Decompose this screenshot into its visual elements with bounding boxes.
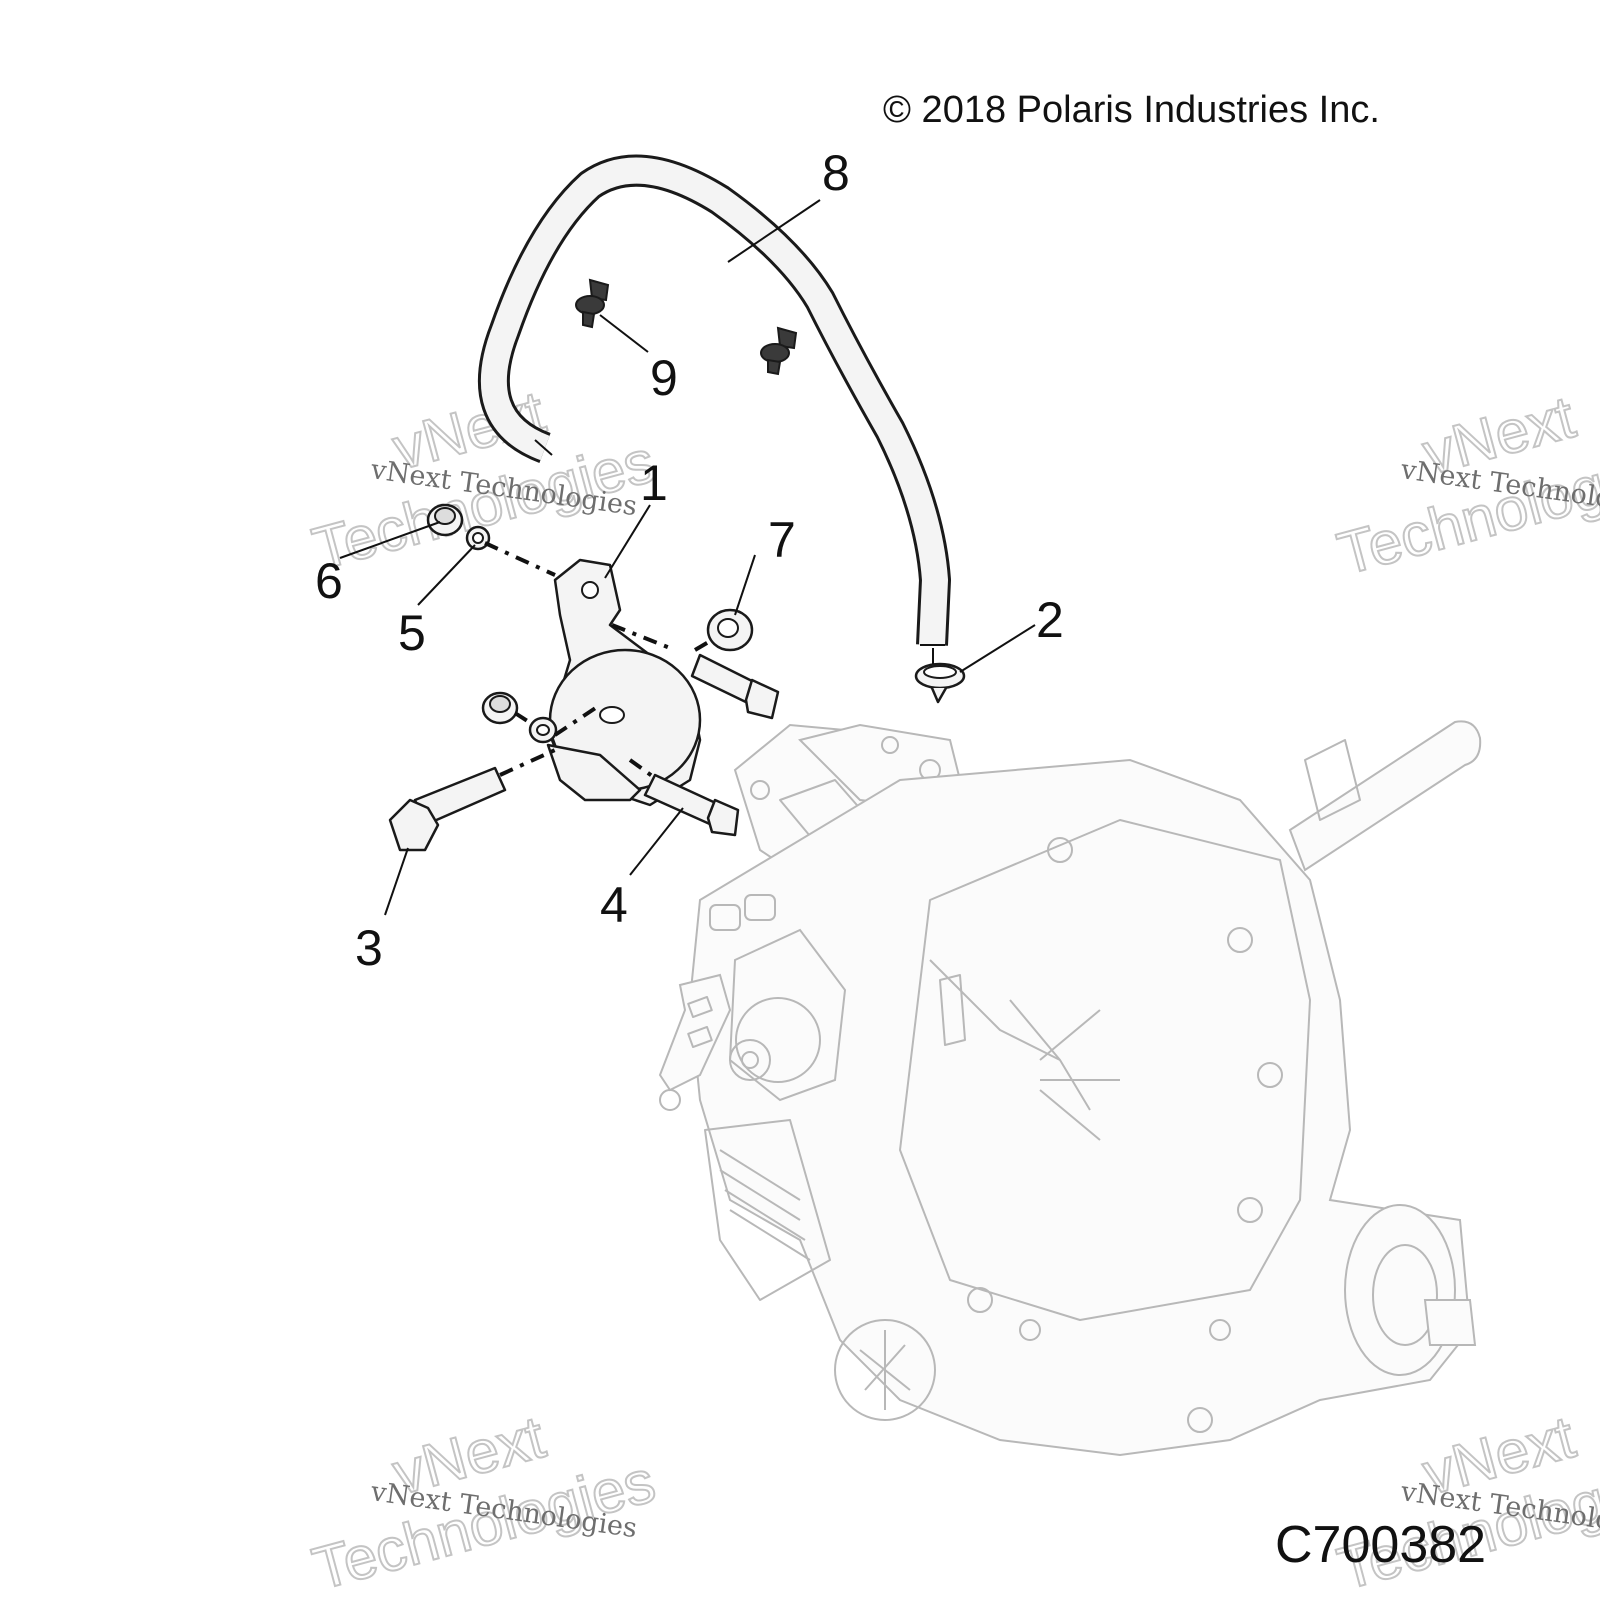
sensor-housing [546, 558, 702, 807]
vent-hose [477, 154, 951, 646]
bolt-lower-right [643, 773, 740, 837]
bolt-lower-left [388, 766, 507, 852]
watermark-top-right: vNext Technologies vNext Technologies [1330, 382, 1600, 588]
watermark-bottom-left: vNext Technologies vNext Technologies [305, 1402, 663, 1600]
drawing-number: C700382 [1275, 1516, 1486, 1574]
callout-7: 7 [768, 512, 796, 568]
callout-9: 9 [650, 350, 678, 406]
assembly-centerlines [484, 541, 714, 780]
leader-lines [339, 199, 1036, 916]
callout-4: 4 [600, 877, 628, 933]
bolt-right-upper [690, 653, 780, 720]
nut-lower [481, 691, 519, 725]
transmission-housing [658, 720, 1482, 1457]
callout-8: 8 [822, 145, 850, 201]
push-fastener-right [760, 326, 798, 376]
nut-upper [426, 503, 464, 537]
push-fastener-left [575, 278, 610, 329]
copyright-notice: © 2018 Polaris Industries Inc. [883, 89, 1380, 131]
hose-clamp [914, 648, 966, 704]
spacer [706, 608, 754, 652]
washer-upper [465, 525, 491, 551]
callout-1: 1 [640, 455, 668, 511]
washer-lower [528, 716, 558, 744]
callout-5: 5 [398, 605, 426, 661]
callout-2: 2 [1036, 592, 1064, 648]
callout-3: 3 [355, 920, 383, 976]
callout-6: 6 [315, 553, 343, 609]
